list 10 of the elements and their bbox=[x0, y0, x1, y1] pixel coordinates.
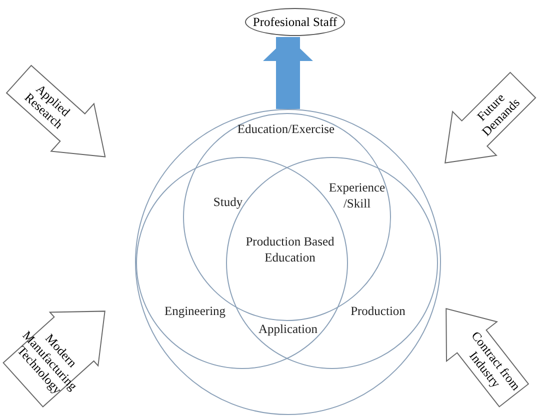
region-label: Production Based Education bbox=[244, 234, 336, 266]
region-label: Application bbox=[258, 322, 318, 338]
oval-node: Profesional Staff bbox=[245, 8, 345, 36]
region-label: Engineering bbox=[164, 304, 226, 320]
block-arrow bbox=[263, 37, 313, 109]
region-label: Experience /Skill bbox=[328, 180, 386, 212]
region-label: Study bbox=[213, 195, 243, 211]
outer-circle bbox=[135, 109, 441, 415]
region-label: Education/Exercise bbox=[237, 122, 335, 138]
region-label: Production bbox=[350, 304, 406, 320]
